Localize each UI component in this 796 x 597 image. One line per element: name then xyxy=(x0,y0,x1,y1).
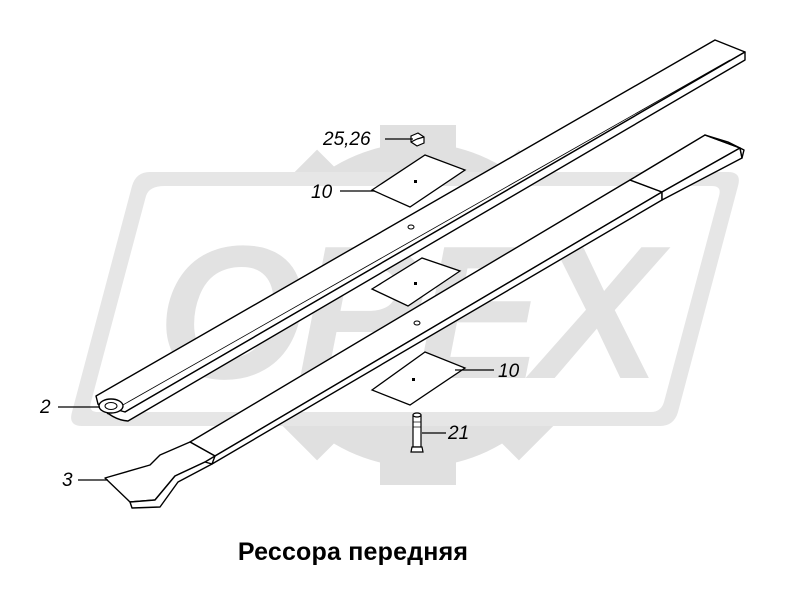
leaf-eye-bushing xyxy=(98,398,124,414)
callout-center-bolt: 21 xyxy=(448,423,470,444)
callout-pad-bottom: 10 xyxy=(498,361,520,382)
pad-lower xyxy=(370,351,467,406)
center-bolt xyxy=(410,412,424,453)
nut xyxy=(410,132,425,147)
diagram-caption: Рессора передняя xyxy=(0,538,796,567)
callout-pad-top: 10 xyxy=(311,182,333,203)
leader-lines xyxy=(58,138,494,481)
diagram-caption-text: Рессора передняя xyxy=(237,538,469,566)
callout-leaf-second: 3 xyxy=(62,470,73,491)
pad-middle xyxy=(370,257,462,307)
pad-upper xyxy=(370,154,467,208)
leaf-spring-second xyxy=(104,134,745,509)
callout-leaf-main: 2 xyxy=(40,397,51,418)
callout-bolt-nut: 25,26 xyxy=(323,129,371,150)
leaf-holes xyxy=(407,224,421,326)
